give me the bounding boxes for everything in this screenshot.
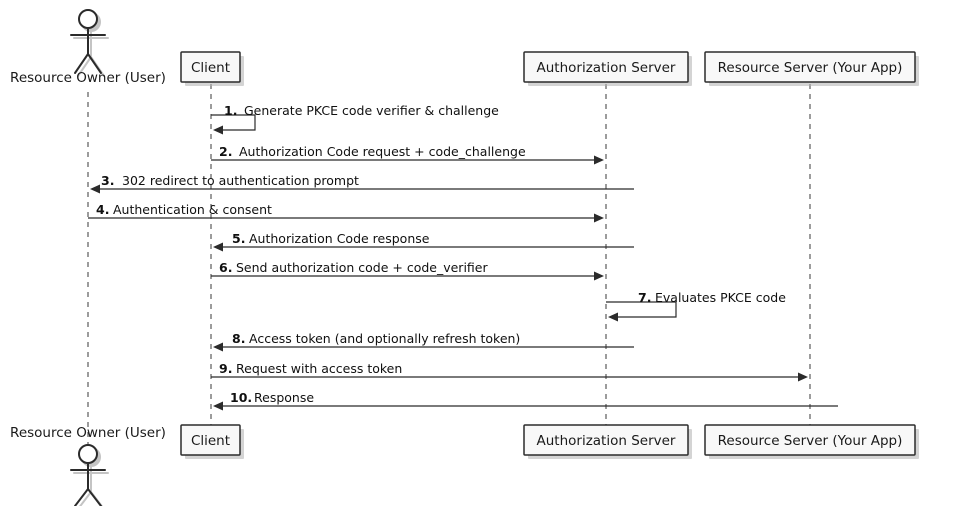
participant-label-client-bottom: Client: [191, 433, 230, 449]
message-7-text: Evaluates PKCE code: [655, 290, 786, 305]
message-2-text: Authorization Code request + code_challe…: [239, 144, 526, 159]
message-8-text: Access token (and optionally refresh tok…: [249, 331, 520, 346]
message-5[interactable]: 5. Authorization Code response: [213, 231, 634, 252]
participant-box-resourceserver-top[interactable]: Resource Server (Your App): [704, 51, 919, 86]
message-8[interactable]: 8. Access token (and optionally refresh …: [213, 331, 634, 352]
message-4[interactable]: 4. Authentication & consent: [88, 202, 604, 223]
message-5-text: Authorization Code response: [249, 231, 430, 246]
message-6-text: Send authorization code + code_verifier: [236, 260, 488, 275]
participant-box-client-bottom[interactable]: Client: [180, 424, 244, 459]
message-6-number: 6.: [219, 260, 232, 275]
message-4-number: 4.: [96, 202, 109, 217]
participant-label-authserver-top: Authorization Server: [537, 60, 676, 76]
message-9-text: Request with access token: [236, 361, 402, 376]
message-7-number: 7.: [638, 290, 651, 305]
message-1-text: Generate PKCE code verifier & challenge: [244, 103, 499, 118]
lifelines-group: [87, 84, 811, 448]
participant-label-resourceserver-bottom: Resource Server (Your App): [718, 433, 903, 449]
message-8-number: 8.: [232, 331, 245, 346]
actor-figure-bottom: [70, 444, 109, 506]
message-10[interactable]: 10. Response: [213, 390, 838, 411]
message-4-text: Authentication & consent: [113, 202, 272, 217]
message-3-number: 3.: [101, 173, 114, 188]
message-1-number: 1.: [224, 103, 237, 118]
message-5-number: 5.: [232, 231, 245, 246]
message-1[interactable]: 1. Generate PKCE code verifier & challen…: [211, 103, 499, 135]
message-2[interactable]: 2. Authorization Code request + code_cha…: [211, 144, 604, 165]
actor-label-top: Resource Owner (User): [10, 70, 166, 86]
participant-box-authserver-bottom[interactable]: Authorization Server: [523, 424, 692, 459]
actor-head-icon: [78, 9, 98, 29]
participant-box-resourceserver-bottom[interactable]: Resource Server (Your App): [704, 424, 919, 459]
message-6[interactable]: 6. Send authorization code + code_verifi…: [211, 260, 604, 281]
message-10-text: Response: [254, 390, 314, 405]
participant-label-resourceserver-top: Resource Server (Your App): [718, 60, 903, 76]
message-10-number: 10.: [230, 390, 252, 405]
participant-box-authserver-top[interactable]: Authorization Server: [523, 51, 692, 86]
participant-label-authserver-bottom: Authorization Server: [537, 433, 676, 449]
message-3[interactable]: 3. 302 redirect to authentication prompt: [90, 173, 634, 194]
participant-label-client-top: Client: [191, 60, 230, 76]
message-2-number: 2.: [219, 144, 232, 159]
message-9[interactable]: 9. Request with access token: [211, 361, 808, 382]
actor-label-bottom: Resource Owner (User): [10, 425, 166, 441]
participant-box-client-top[interactable]: Client: [180, 51, 244, 86]
message-9-number: 9.: [219, 361, 232, 376]
message-3-text: 302 redirect to authentication prompt: [122, 173, 359, 188]
actor-head-icon-bottom: [78, 444, 98, 464]
actor-figure-top: [70, 9, 109, 77]
message-7[interactable]: 7. Evaluates PKCE code: [606, 290, 786, 322]
